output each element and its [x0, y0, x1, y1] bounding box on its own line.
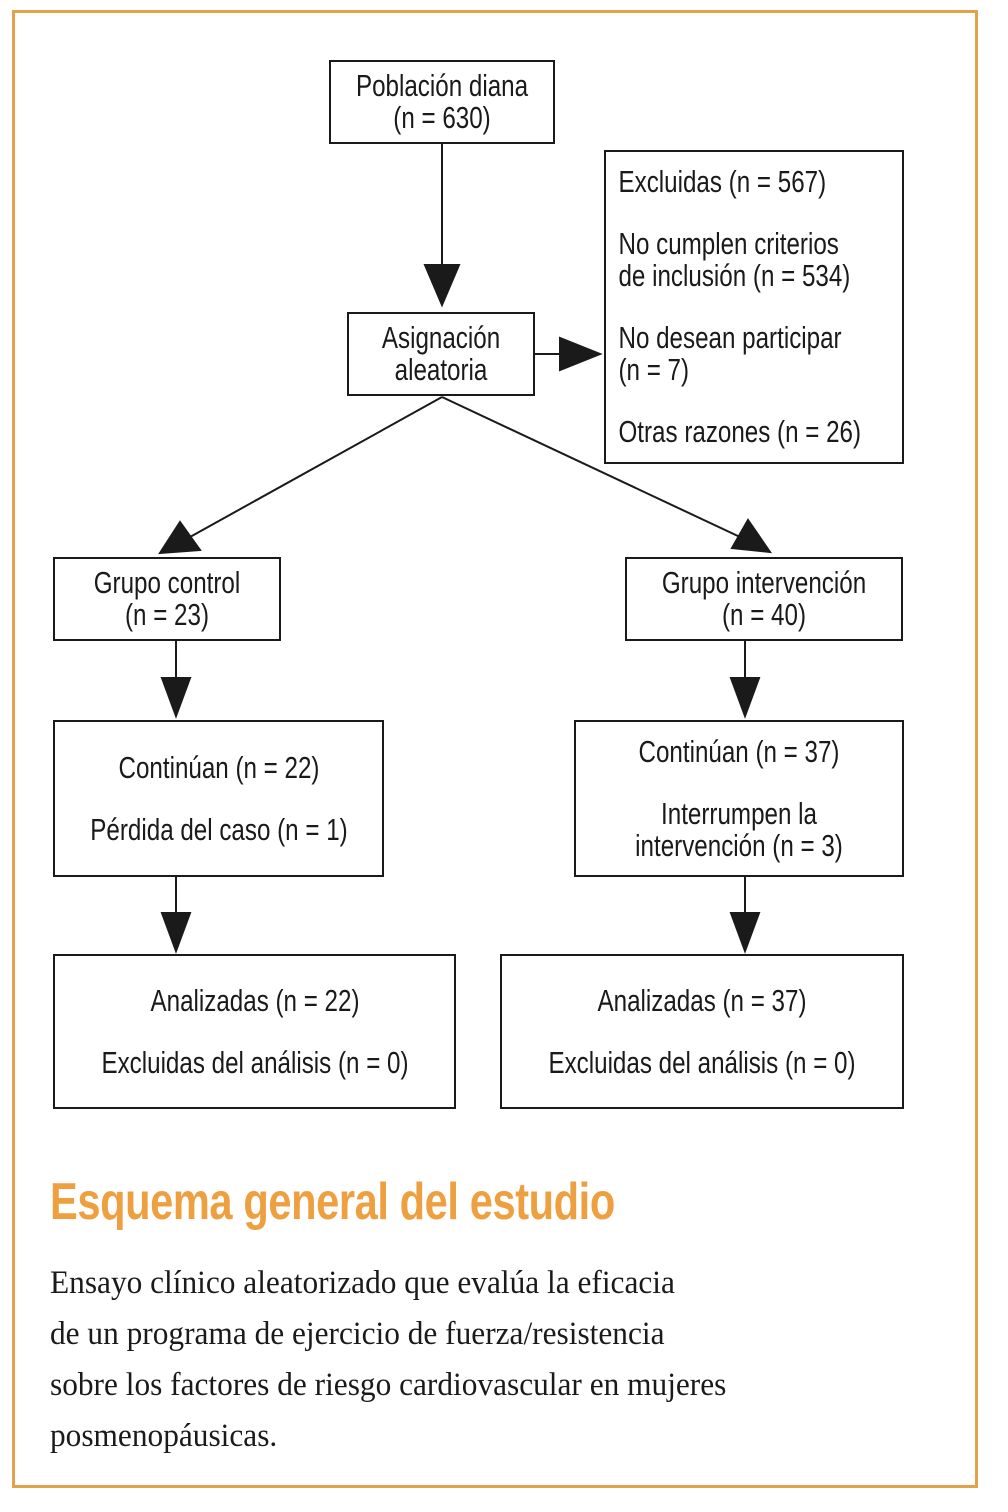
arrowhead: [423, 264, 461, 308]
description-line: sobre los factores de riesgo cardiovascu…: [50, 1367, 727, 1403]
figure-description: Ensayo clínico aleatorizado que evalúa l…: [50, 1258, 726, 1462]
arrowhead: [559, 336, 603, 372]
control-group-box: Grupo control (n = 23): [53, 557, 281, 641]
excluded-other: Otras razones (n = 26): [618, 414, 862, 449]
intervention-analysis-box: Analizadas (n = 37) Excluidas del anális…: [500, 954, 904, 1109]
arrowhead: [160, 677, 192, 719]
arrow-randomization-to-intervention: [441, 396, 741, 538]
randomization-label: Asignación: [381, 320, 501, 355]
figure-title: Esquema general del estudio: [50, 1173, 615, 1231]
intervention-continue: Continúan (n = 37): [638, 733, 840, 769]
arrowhead: [729, 912, 761, 954]
arrowhead: [160, 912, 192, 954]
control-followup-box: Continúan (n = 22) Pérdida del caso (n =…: [53, 720, 384, 877]
intervention-group-box: Grupo intervención (n = 40): [625, 557, 903, 641]
control-lost: Pérdida del caso (n = 1): [89, 811, 348, 847]
excluded-total: Excluidas (n = 567): [618, 164, 827, 199]
arrow-randomization-to-control: [189, 396, 443, 538]
intervention-interrupt: Interrumpen la: [661, 795, 817, 831]
excluded-criteria: No cumplen criterios: [618, 226, 839, 261]
figure-frame: [12, 10, 978, 1488]
excluded-refuse-count: (n = 7): [618, 352, 690, 387]
excluded-box: Excluidas (n = 567) No cumplen criterios…: [604, 150, 904, 464]
randomization-box: Asignación aleatoria: [347, 312, 535, 396]
description-line: Ensayo clínico aleatorizado que evalúa l…: [50, 1265, 675, 1301]
arrowhead: [158, 520, 202, 555]
description-line: de un programa de ejercicio de fuerza/re…: [50, 1316, 665, 1352]
control-group-label: Grupo control: [93, 565, 241, 600]
control-analyzed: Analizadas (n = 22): [149, 982, 360, 1018]
intervention-analyzed: Analizadas (n = 37): [597, 982, 807, 1018]
intervention-group-label: Grupo intervención: [661, 565, 867, 600]
control-excluded-analysis: Excluidas del análisis (n = 0): [100, 1044, 409, 1080]
description-line: posmenopáusicas.: [50, 1418, 278, 1454]
population-box: Población diana (n = 630): [329, 60, 555, 144]
intervention-excluded-analysis: Excluidas del análisis (n = 0): [548, 1044, 856, 1080]
excluded-refuse: No desean participar: [618, 320, 842, 355]
control-analysis-box: Analizadas (n = 22) Excluidas del anális…: [53, 954, 456, 1109]
intervention-group-count: (n = 40): [721, 597, 806, 632]
control-continue: Continúan (n = 22): [118, 749, 319, 785]
population-count: (n = 630): [393, 100, 491, 135]
control-group-count: (n = 23): [124, 597, 209, 632]
arrowhead: [730, 518, 773, 554]
population-label: Población diana: [355, 68, 529, 103]
excluded-criteria-count: de inclusión (n = 534): [618, 258, 851, 293]
intervention-interrupt-count: intervención (n = 3): [635, 827, 843, 863]
intervention-followup-box: Continúan (n = 37) Interrumpen la interv…: [574, 720, 904, 877]
randomization-label-2: aleatoria: [394, 352, 488, 387]
arrowhead: [729, 677, 761, 719]
